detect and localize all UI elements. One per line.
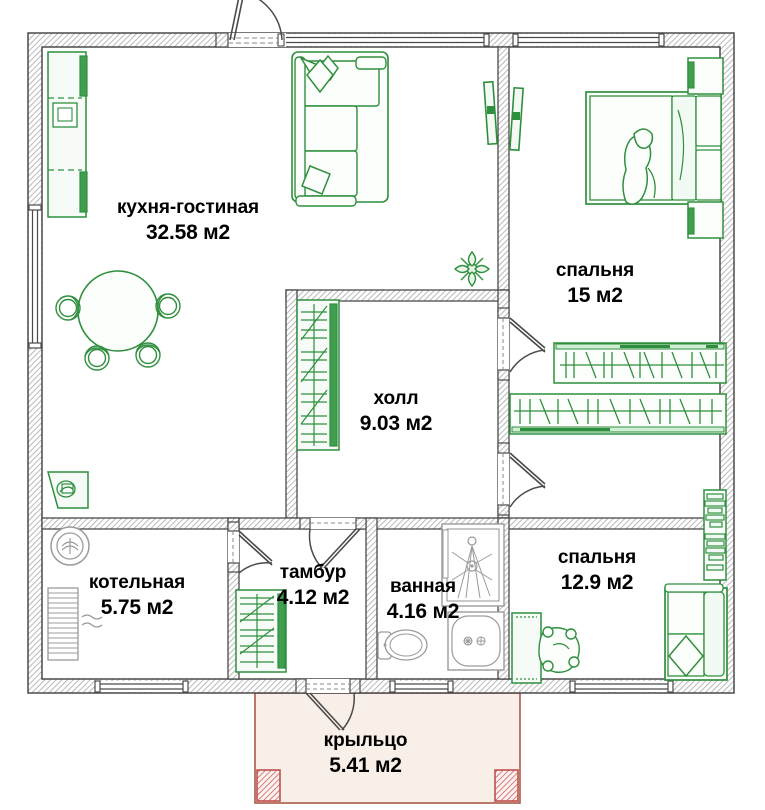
tall-closet bbox=[296, 299, 340, 451]
plant-icon bbox=[453, 250, 491, 288]
shower bbox=[441, 523, 505, 607]
window-kitchen-left bbox=[28, 204, 42, 349]
bathtub bbox=[447, 611, 505, 671]
door-entry-top bbox=[215, 0, 286, 48]
kitchen-counter bbox=[47, 51, 88, 218]
window-kitchen-top bbox=[279, 33, 490, 47]
double-bed bbox=[585, 91, 722, 205]
cooktop-icon bbox=[52, 102, 78, 128]
door-boiler bbox=[227, 521, 273, 574]
windows bbox=[28, 33, 674, 693]
window-boiler-bottom bbox=[94, 680, 189, 693]
nightstand-bottom bbox=[687, 201, 724, 239]
boiler-icon bbox=[50, 526, 90, 566]
window-bath-bottom bbox=[389, 680, 454, 693]
door-hall-bedroom2 bbox=[497, 442, 546, 516]
toilet bbox=[377, 629, 428, 661]
door-porch bbox=[295, 678, 361, 731]
sofa-bed-bedroom2 bbox=[664, 583, 728, 681]
bookshelf-bedroom2 bbox=[703, 489, 727, 581]
sectional-sofa bbox=[291, 51, 389, 207]
wardrobe-bedroom1-lower bbox=[509, 393, 727, 435]
armchair-bedroom2 bbox=[538, 626, 580, 673]
wall-decor-icon bbox=[47, 471, 89, 509]
door-hall-vestibule bbox=[299, 517, 367, 569]
window-bedroom2-bottom bbox=[569, 680, 674, 693]
door-hall-bedroom1 bbox=[497, 307, 546, 381]
coat-closet bbox=[235, 589, 287, 673]
door-kitchen-bedroom1 bbox=[482, 80, 525, 152]
radiator-icon bbox=[47, 587, 103, 661]
window-bedroom1-top bbox=[512, 33, 665, 47]
radiator-panel-bedroom2 bbox=[511, 612, 542, 684]
doors bbox=[215, 0, 546, 731]
round-dining-table bbox=[55, 270, 181, 371]
nightstand-top bbox=[687, 57, 724, 95]
porch-structure bbox=[254, 692, 521, 804]
wardrobe-bedroom1-upper bbox=[553, 342, 727, 384]
